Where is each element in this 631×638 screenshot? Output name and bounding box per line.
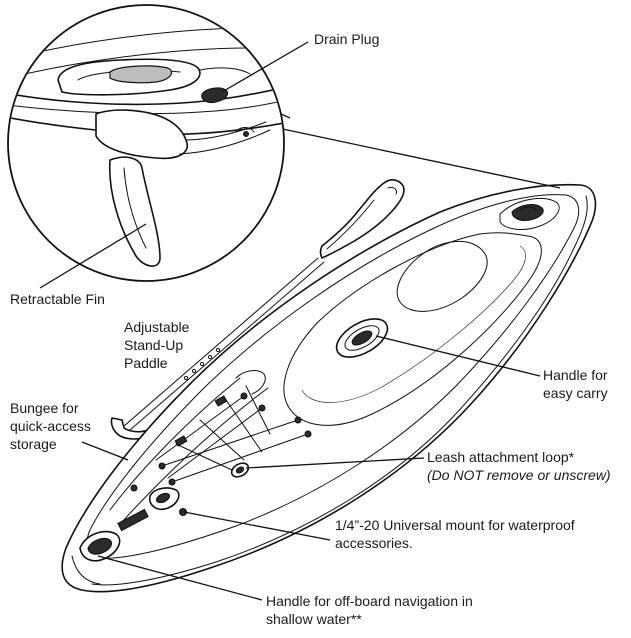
label-mount: 1/4”-20 Universal mount for waterproof a… (335, 517, 575, 551)
label-paddle: Adjustable Stand-Up Paddle (124, 319, 190, 371)
detail-magnifier (7, 4, 561, 282)
paddle (110, 179, 405, 440)
carry-panel (283, 232, 542, 426)
logo-plate (117, 508, 149, 532)
paddle-shaft (123, 257, 325, 431)
universal-mount (130, 484, 187, 516)
label-drain-plug: Drain Plug (314, 31, 380, 47)
label-leash: Leash attachment loop* (Do NOT remove or… (427, 449, 611, 483)
label-retractable-fin: Retractable Fin (10, 291, 105, 307)
label-handle-offboard: Handle for off-board navigation in shall… (266, 593, 473, 627)
leader-lines (39, 41, 541, 601)
paddle-blade (319, 179, 405, 259)
paddle-adjust-holes (183, 347, 221, 381)
tail-handle (79, 530, 121, 562)
paddle-board (61, 183, 597, 593)
retractable-fin (108, 156, 161, 267)
carry-handle (335, 318, 389, 358)
board-hull (61, 183, 597, 593)
drain-plug (201, 87, 229, 103)
nose-fitting (499, 197, 560, 230)
leash-loop (230, 462, 250, 478)
label-bungee: Bungee for quick-access storage (10, 400, 91, 452)
bungee-cords (155, 385, 312, 486)
label-handle-carry: Handle for easy carry (543, 367, 608, 401)
